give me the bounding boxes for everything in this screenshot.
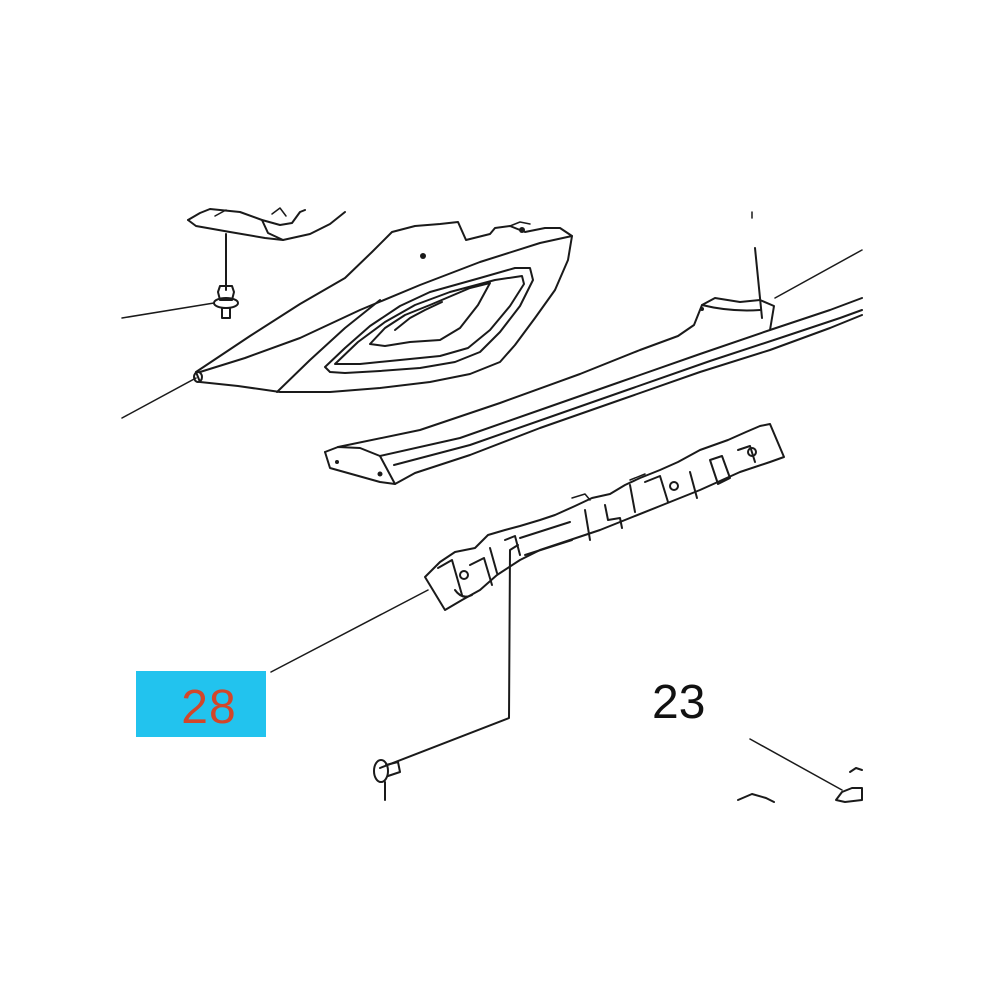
bumper-fascia-part (324, 211, 863, 485)
callout-28-highlight[interactable]: 28 (136, 671, 266, 737)
bumper-bracket-part[interactable] (270, 423, 785, 673)
clip-part (737, 738, 863, 803)
nut-fastener (121, 233, 239, 319)
fog-lamp-bezel-part (121, 221, 573, 419)
callout-28-label: 28 (181, 680, 237, 734)
upper-trim-part (187, 207, 346, 241)
callout-23-label: 23 (652, 676, 706, 729)
screw-fastener (373, 544, 519, 801)
